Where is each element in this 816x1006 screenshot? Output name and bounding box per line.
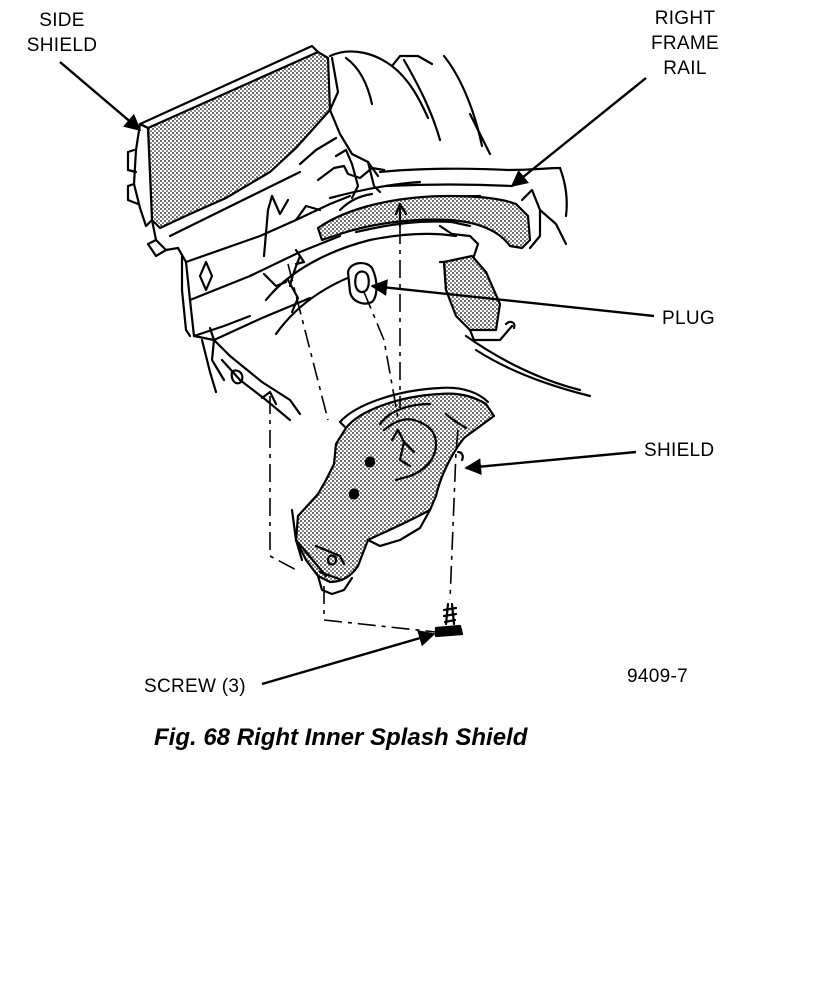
figure-caption: Fig. 68 Right Inner Splash Shield	[154, 724, 528, 751]
screw-part	[434, 602, 464, 638]
right-frame-rail-label: RIGHT FRAME RAIL	[640, 6, 730, 81]
plug-leader	[370, 279, 655, 318]
right-frame-rail-label-line-3: RAIL	[663, 58, 707, 79]
side-shield-part	[126, 44, 340, 258]
alignment-lines	[269, 226, 459, 633]
side-shield-label-line-2: SHIELD	[26, 35, 98, 56]
screw-label: SCREW (3)	[144, 676, 246, 697]
left-frame-structure	[176, 194, 352, 422]
wheelhouse-structure	[262, 50, 562, 336]
shield-leader	[464, 450, 637, 475]
screw-leader	[261, 630, 436, 686]
plug-label: PLUG	[662, 308, 715, 329]
shield-label: SHIELD	[644, 440, 715, 461]
side-shield-label: SIDE SHIELD	[24, 8, 100, 58]
figure-number: 9409-7	[627, 666, 688, 687]
right-bracket-part	[438, 254, 592, 398]
right-frame-rail-part	[316, 166, 568, 264]
side-shield-leader	[59, 61, 142, 132]
right-frame-rail-label-line-1: RIGHT	[654, 8, 716, 29]
leader-lines	[59, 61, 655, 686]
right-frame-rail-label-line-2: FRAME	[651, 33, 719, 54]
plug-part	[346, 262, 378, 305]
frame-rail-leader	[510, 77, 647, 188]
shield-part	[290, 386, 496, 596]
side-shield-label-line-1: SIDE	[39, 10, 85, 31]
